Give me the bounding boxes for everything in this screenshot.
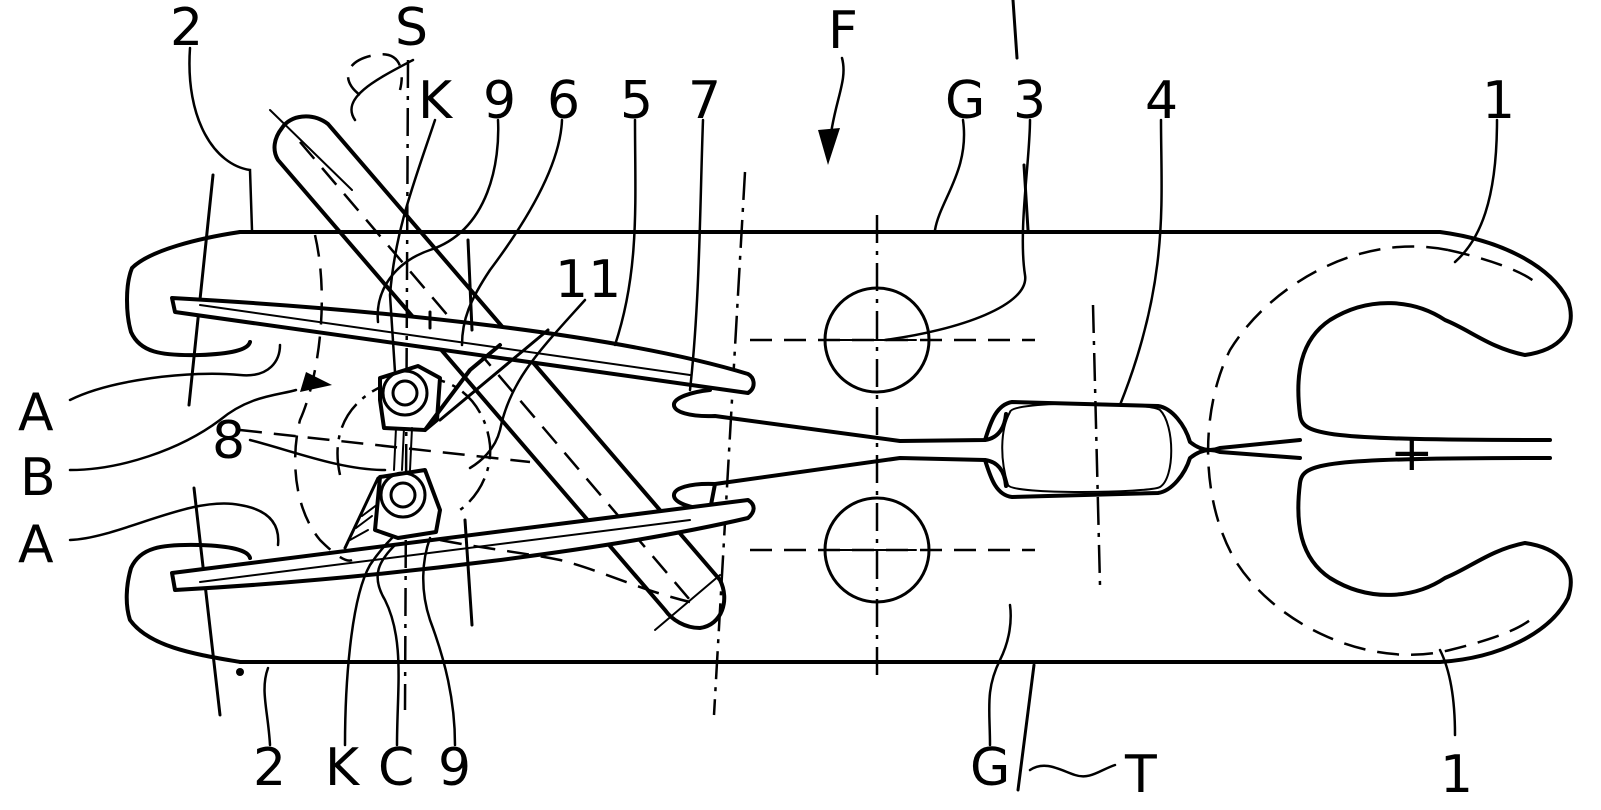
label-6: 6 — [547, 71, 580, 131]
label-1-top: 1 — [1482, 71, 1515, 131]
label-1-bottom: 1 — [1440, 745, 1473, 805]
arrow-f-head — [818, 128, 840, 165]
label-s: S — [395, 0, 428, 58]
leader-lines — [68, 46, 1499, 778]
reference-labels: 2 S K 9 6 5 7 F G 3 4 1 11 A B 8 A 2 K C… — [18, 0, 1515, 805]
chamber-4-inner — [1001, 402, 1173, 493]
label-f: F — [828, 1, 858, 61]
arc-lower-right — [439, 538, 691, 604]
label-b: B — [20, 448, 56, 508]
label-a-top: A — [18, 383, 54, 443]
label-a-bottom: A — [18, 515, 54, 575]
dot-mark — [236, 668, 244, 676]
jaw-center-mark: + — [1390, 423, 1434, 483]
chamber-4-lower — [983, 448, 1302, 499]
label-2-bottom: 2 — [253, 738, 286, 798]
label-g-bottom: G — [970, 738, 1010, 798]
label-k-bottom: K — [325, 738, 361, 798]
section-line-left-bottom — [192, 486, 222, 717]
section-line-7 — [712, 171, 747, 716]
label-t: T — [1124, 745, 1157, 805]
label-7: 7 — [688, 71, 721, 131]
arrow-b — [300, 372, 332, 392]
label-5: 5 — [620, 71, 653, 131]
bolt-holes-3 — [750, 215, 1035, 680]
label-8: 8 — [212, 411, 245, 471]
central-mechanism — [239, 59, 550, 711]
wire-arm-upper-inner — [199, 304, 691, 376]
wire-arm-lower-inner — [199, 519, 691, 583]
label-3: 3 — [1013, 71, 1046, 131]
line-t — [1016, 663, 1036, 792]
wire-arm-lower — [170, 498, 756, 592]
jaw-dashed-ring-top — [1447, 248, 1536, 283]
line-f-top — [1011, 0, 1019, 60]
label-4: 4 — [1145, 71, 1178, 131]
chamber-4 — [983, 400, 1302, 452]
section-line-left-top — [187, 173, 215, 407]
jaw-dashed-ring — [1206, 245, 1536, 657]
label-2-top: 2 — [170, 0, 203, 58]
label-c: C — [378, 738, 414, 798]
motion-arc-b — [293, 234, 353, 562]
section-line-4 — [1091, 304, 1102, 586]
arrow-f-shaft — [828, 56, 845, 142]
label-k-top: K — [418, 71, 454, 131]
label-g-top: G — [945, 71, 985, 131]
label-9-bottom: 9 — [438, 738, 471, 798]
label-9-top: 9 — [483, 71, 516, 131]
label-11: 11 — [555, 250, 621, 310]
